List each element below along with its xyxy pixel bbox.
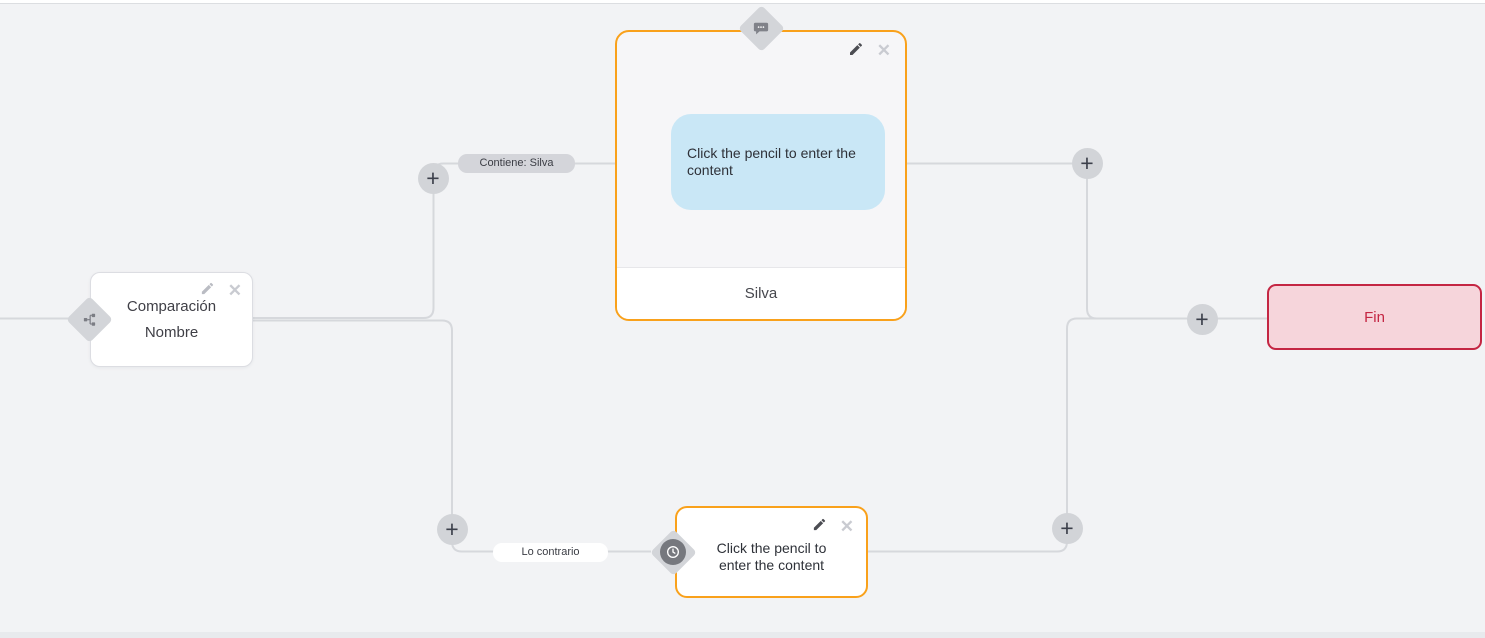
pencil-icon bbox=[812, 517, 827, 535]
close-icon: ✕ bbox=[839, 516, 854, 536]
add-node-button[interactable]: + bbox=[417, 162, 449, 194]
edit-node-button[interactable] bbox=[812, 517, 827, 535]
node-delay[interactable]: ✕ Click the pencil to enter the content bbox=[675, 506, 868, 598]
edit-node-button[interactable] bbox=[848, 41, 864, 60]
close-icon: ✕ bbox=[227, 280, 242, 300]
end-node-label: Fin bbox=[1364, 308, 1385, 326]
edge-label-otherwise[interactable]: Lo contrario bbox=[493, 543, 608, 562]
message-content-preview: Click the pencil to enter the content bbox=[671, 114, 885, 210]
add-node-button[interactable]: + bbox=[1186, 303, 1218, 335]
node-subtitle: Nombre bbox=[144, 324, 199, 341]
delete-node-button[interactable]: ✕ bbox=[877, 42, 891, 59]
comparison-node-badge bbox=[65, 295, 113, 343]
canvas-bottom-edge bbox=[0, 632, 1485, 638]
node-comparison[interactable]: ✕ Comparación Nombre bbox=[90, 272, 253, 367]
node-end[interactable]: Fin bbox=[1267, 284, 1482, 350]
wire-otherwise-branch bbox=[253, 319, 651, 553]
wire-message-to-end bbox=[906, 162, 1268, 320]
edge-label-condition[interactable]: Contiene: Silva bbox=[458, 154, 575, 173]
node-message[interactable]: ✕ Click the pencil to enter the content … bbox=[615, 30, 907, 321]
placeholder-text: Click the pencil to enter the content bbox=[716, 540, 827, 573]
message-node-badge bbox=[737, 4, 785, 52]
delete-node-button[interactable]: ✕ bbox=[228, 282, 242, 299]
delete-node-button[interactable]: ✕ bbox=[840, 518, 854, 535]
add-node-button[interactable]: + bbox=[1071, 147, 1103, 179]
message-node-footer: Silva bbox=[617, 267, 905, 319]
pencil-icon bbox=[200, 281, 215, 299]
edit-node-button[interactable] bbox=[200, 281, 215, 299]
delay-node-badge bbox=[649, 528, 697, 576]
pencil-icon bbox=[848, 41, 864, 60]
add-node-button[interactable]: + bbox=[436, 513, 468, 545]
toolbar-edge bbox=[0, 0, 1485, 4]
chat-bubble-icon bbox=[752, 19, 770, 37]
footer-label: Silva bbox=[744, 285, 778, 302]
wire-delay-to-end bbox=[868, 317, 1205, 553]
add-node-button[interactable]: + bbox=[1051, 512, 1083, 544]
close-icon: ✕ bbox=[876, 41, 891, 60]
branch-icon bbox=[82, 312, 97, 327]
placeholder-text: Click the pencil to enter the content bbox=[687, 145, 856, 178]
node-title: Comparación bbox=[126, 298, 217, 315]
clock-icon bbox=[660, 539, 686, 565]
